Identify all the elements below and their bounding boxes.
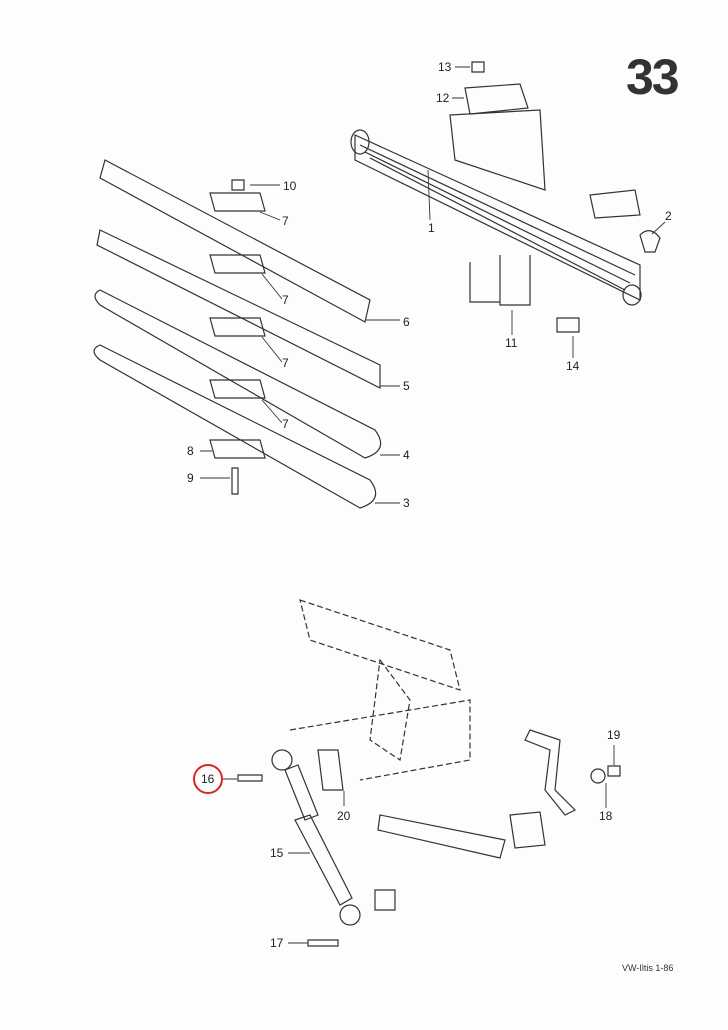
bolt-17 xyxy=(307,939,339,947)
callout-10: 10 xyxy=(283,179,297,193)
individual-leaves xyxy=(93,159,382,509)
bushing-14 xyxy=(556,317,580,333)
callout-7b: 7 xyxy=(282,293,289,307)
page-number: 33 xyxy=(626,49,680,105)
callout-7c: 7 xyxy=(282,356,289,370)
shock-absorber xyxy=(271,749,361,926)
track-rod xyxy=(524,729,577,816)
trailing-arm xyxy=(377,814,506,859)
callout-6: 6 xyxy=(403,315,410,329)
callout-3: 3 xyxy=(403,496,410,510)
nut-19 xyxy=(607,765,621,777)
callout-14: 14 xyxy=(566,359,580,373)
callout-13: 13 xyxy=(438,60,452,74)
washer-18 xyxy=(590,768,606,784)
nut-13 xyxy=(471,61,485,73)
callout-1: 1 xyxy=(428,221,435,235)
bolt-16 xyxy=(237,774,263,782)
bump-stop-20 xyxy=(317,749,344,791)
callout-9: 9 xyxy=(187,471,194,485)
callout-19: 19 xyxy=(607,728,621,742)
highlight-circle xyxy=(193,764,223,794)
callout-7a: 7 xyxy=(282,214,289,228)
callout-20: 20 xyxy=(337,809,351,823)
ball-joint xyxy=(509,811,546,849)
callout-11: 11 xyxy=(505,336,518,350)
leaf-spring-assembly xyxy=(350,109,642,306)
bracket-12 xyxy=(464,83,529,115)
callout-12: 12 xyxy=(436,91,450,105)
callout-16: 16 xyxy=(201,772,215,786)
rear-axle-frame xyxy=(289,599,471,781)
callout-17: 17 xyxy=(270,936,284,950)
callout-7d: 7 xyxy=(282,417,289,431)
u-bolts xyxy=(469,255,531,306)
footer-reference: VW-Iltis 1-86 xyxy=(622,963,674,973)
callout-2: 2 xyxy=(665,209,672,223)
leader-lines xyxy=(200,66,666,944)
callout-5: 5 xyxy=(403,379,410,393)
rubber-buffer xyxy=(639,230,661,253)
bushing xyxy=(374,889,396,911)
callout-4: 4 xyxy=(403,448,410,462)
callout-8: 8 xyxy=(187,444,194,458)
callout-15: 15 xyxy=(270,846,284,860)
callout-18: 18 xyxy=(599,809,613,823)
